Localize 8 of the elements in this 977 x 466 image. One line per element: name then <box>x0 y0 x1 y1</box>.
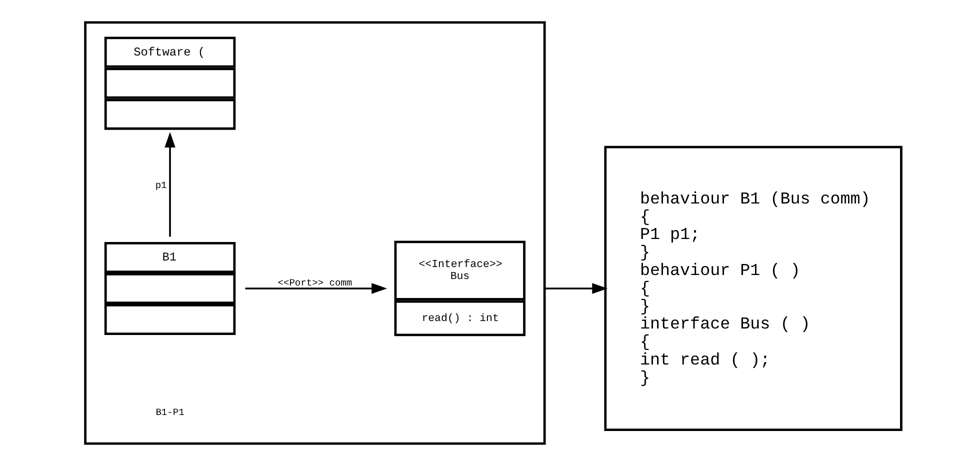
label: B1-P1 <box>156 406 184 418</box>
edge-label: p1 <box>155 180 167 192</box>
cluster <box>84 21 546 445</box>
arrow <box>544 283 608 294</box>
arrow <box>245 283 388 294</box>
edge-label: <<Port>> comm <box>278 277 352 288</box>
node-box: behaviour B1 (Bus comm) { P1 p1; } behaviour P1 ( ) { } interface Bus ( ) { int read ( ); } <box>604 146 902 432</box>
arrow <box>164 132 176 237</box>
